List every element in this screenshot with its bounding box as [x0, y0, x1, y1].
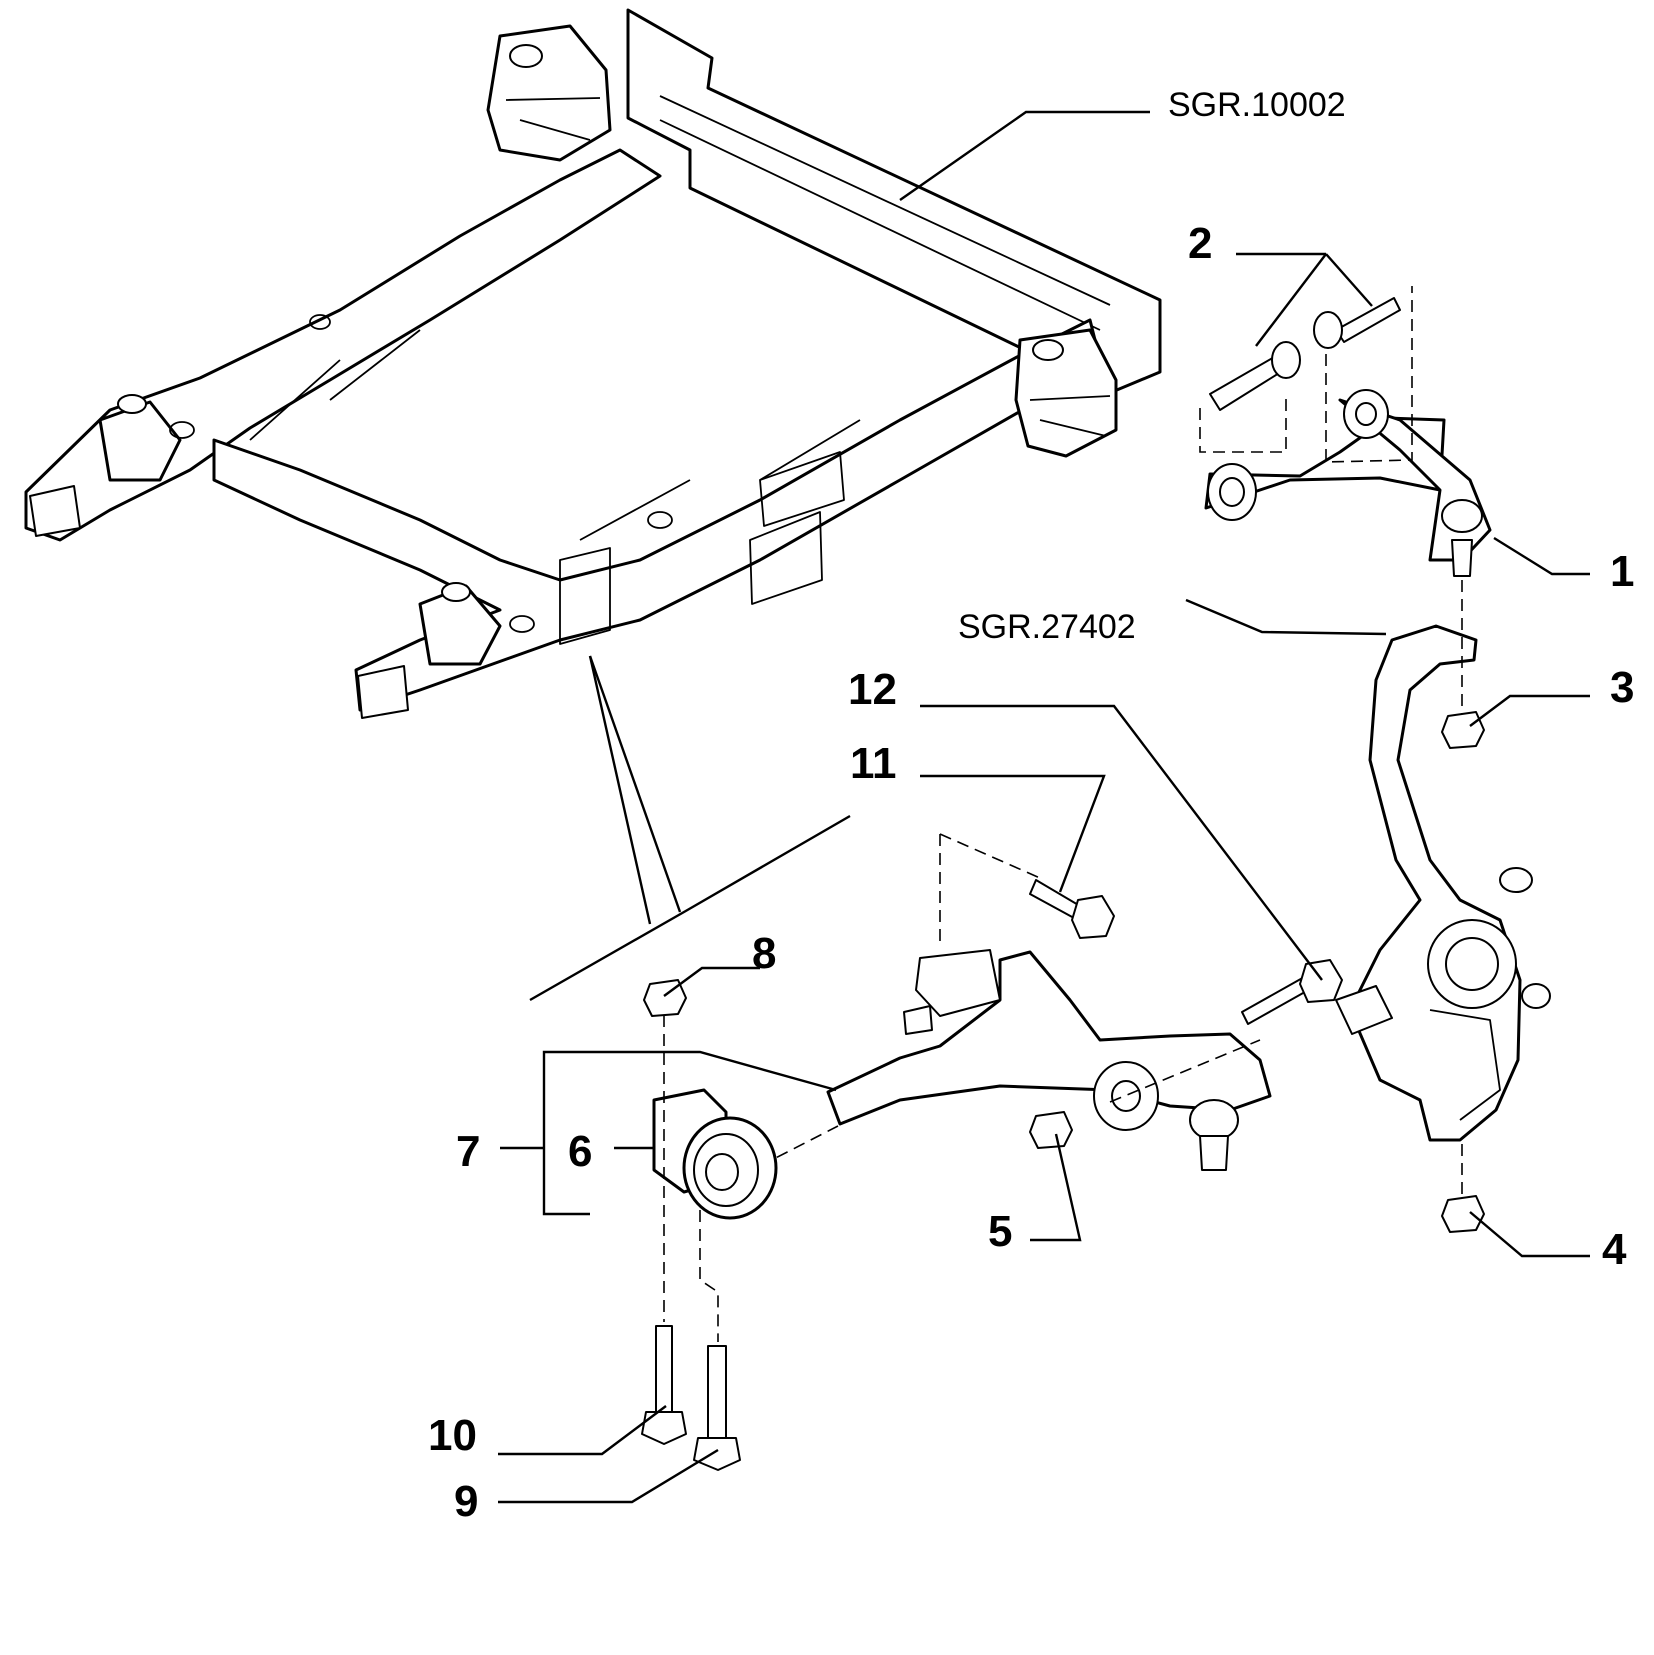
steering-knuckle [1335, 624, 1551, 1142]
bushing-bolt-short [641, 1325, 687, 1445]
callout-2: 2 [1188, 219, 1212, 268]
reference-subframe: SGR.10002 [1168, 86, 1346, 124]
upper-arm-bolt-dash-guides [1199, 286, 1413, 463]
reference-knuckle: SGR.27402 [958, 608, 1136, 646]
callout-6: 6 [568, 1127, 592, 1176]
lower-arm-nut [1029, 1111, 1073, 1149]
callout-5: 5 [988, 1207, 1012, 1256]
callout-7: 7 [456, 1127, 480, 1176]
lower-balljoint-nut [1441, 1195, 1485, 1233]
upper-control-arm [1204, 389, 1492, 577]
callout-9: 9 [454, 1477, 478, 1526]
callout-10: 10 [428, 1411, 477, 1460]
lower-arm-bushing-bracket [652, 1088, 778, 1220]
upper-balljoint-nut [1441, 711, 1485, 749]
leader-lines [498, 110, 1590, 1504]
upper-arm-bolts [1209, 297, 1401, 411]
lower-arm-dash-guides [759, 833, 1261, 1167]
callout-4: 4 [1602, 1225, 1627, 1274]
lower-arm-front-bolt [1029, 879, 1115, 939]
callout-11: 11 [850, 739, 897, 788]
bushing-bolt-long [693, 1345, 741, 1471]
lower-control-arm [826, 949, 1272, 1171]
bushing-dash-guides [663, 996, 719, 1342]
lower-arm-rear-bolt [1241, 959, 1343, 1025]
callout-8: 8 [752, 929, 776, 978]
front-subframe [24, 8, 1162, 719]
callout-3: 3 [1610, 663, 1634, 712]
callout-12: 12 [848, 665, 897, 714]
callout-1: 1 [1610, 547, 1634, 596]
